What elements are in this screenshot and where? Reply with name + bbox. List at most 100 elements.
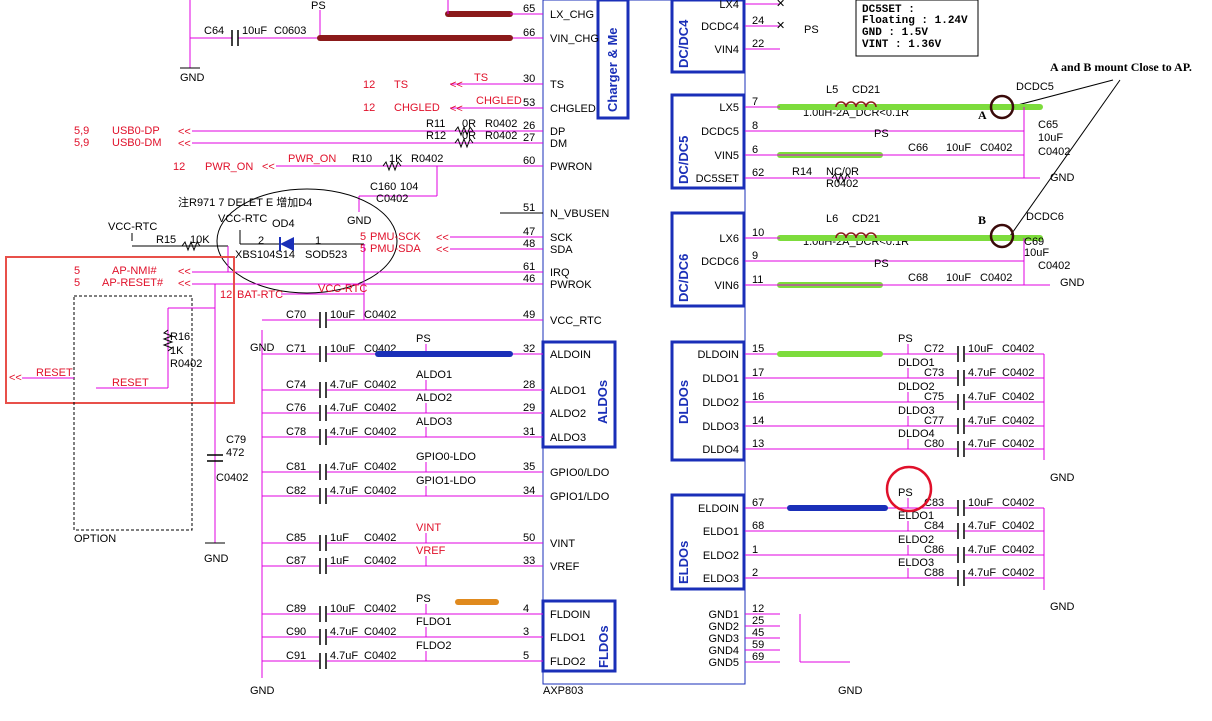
pin-name: VCC_RTC (550, 315, 602, 327)
c77-value: 4.7uF (968, 415, 996, 427)
net-ps: PS (898, 333, 913, 345)
net-ps: PS (898, 487, 913, 499)
pin-name: SCK (550, 232, 573, 244)
c64-package: C0603 (274, 25, 306, 37)
c71-value: 10uF (330, 343, 355, 355)
pin-number: 8 (752, 120, 758, 132)
pin-name: ELDO3 (703, 573, 739, 585)
c86-value: 4.7uF (968, 544, 996, 556)
c77-ref: C77 (924, 415, 944, 427)
ps-eldo-highlight (885, 465, 933, 513)
pin-number: 33 (523, 555, 535, 567)
pin-name: SDA (550, 244, 573, 256)
pin-number: 32 (523, 343, 535, 355)
pin-name: DLDO2 (702, 397, 739, 409)
pin-number: 61 (523, 261, 535, 273)
c91-value: 4.7uF (330, 650, 358, 662)
r10-symbol (382, 160, 402, 172)
c78-package: C0402 (364, 426, 396, 438)
pin-number: 50 (523, 532, 535, 544)
pin-name: DLDO4 (702, 444, 739, 456)
pin-name: ALDO1 (550, 385, 586, 397)
note-floating: Floating : 1.24V (862, 15, 968, 27)
cap-gap (957, 418, 965, 434)
nmi-arrow: << (178, 266, 191, 278)
pin-number: 46 (523, 273, 535, 285)
c81-ref: C81 (286, 461, 306, 473)
option-box (73, 295, 193, 531)
pin-name: VINT (550, 538, 575, 550)
lx4-nc: ✕ (776, 0, 785, 10)
block-dcdc5 (670, 93, 746, 190)
pin-name: DLDO1 (702, 373, 739, 385)
c89-value: 10uF (330, 603, 355, 615)
c70-ref: C70 (286, 309, 306, 321)
reset-arrow: << (178, 278, 191, 290)
pin-number: 26 (523, 120, 535, 132)
pin-name: LX4 (719, 0, 739, 11)
r16-symbol (162, 329, 174, 352)
r15-ref: R15 (156, 234, 176, 246)
dc5set-note-box (855, 0, 979, 57)
net-fldo2: FLDO2 (416, 640, 451, 652)
pin-number: 47 (523, 226, 535, 238)
pmu-sda-page: 5 (360, 243, 366, 255)
pin-number: 53 (523, 97, 535, 109)
pin-name: FLDOIN (550, 609, 590, 621)
block-eldos-label: ELDOs (676, 541, 691, 584)
c79-gnd: GND (204, 553, 229, 565)
pin-number: 5 (523, 650, 529, 662)
block-dldos (670, 340, 746, 462)
comment-text: 注R971 7 DELET E 增加D4 (178, 195, 312, 209)
r11-value: 0R (462, 118, 476, 130)
pin-number: 67 (752, 497, 764, 509)
c85-package: C0402 (364, 532, 396, 544)
pwr-on-arrow: << (262, 161, 275, 173)
cap-gap (319, 535, 327, 551)
cap-gap (319, 464, 327, 480)
pmu-sck-label: PMU-SCK (370, 231, 421, 243)
c89-package: C0402 (364, 603, 396, 615)
c81-package: C0402 (364, 461, 396, 473)
l6-symbol (835, 232, 877, 239)
l5-symbol (835, 101, 877, 108)
r15-symbol (181, 240, 201, 252)
cap-gap (957, 346, 965, 362)
pin-number: 9 (752, 250, 758, 262)
pin-number: 11 (752, 274, 763, 286)
vcc-rtc-left: VCC-RTC (108, 221, 157, 233)
c64-ref: C64 (204, 25, 224, 37)
ps-vin5: PS (874, 128, 889, 140)
gnd-dldo: GND (1050, 472, 1075, 484)
pin-number: 25 (752, 615, 764, 627)
pin-number: 48 (523, 238, 535, 250)
pin-name: N_VBUSEN (550, 208, 609, 220)
c84-value: 4.7uF (968, 520, 996, 532)
cap-gap (957, 523, 965, 539)
pin-number: 68 (752, 520, 764, 532)
c72-value: 10uF (968, 343, 993, 355)
chip-name: AXP803 (543, 685, 583, 697)
diode-symbol (280, 237, 294, 251)
gnd-rail-bottom: GND (250, 685, 275, 697)
right-pins: LX424DCDC422VIN47LX58DCDC56VIN562DC5SET1… (696, 0, 780, 669)
ps-vin4: PS (804, 24, 819, 36)
c90-package: C0402 (364, 626, 396, 638)
net-ps: PS (416, 333, 431, 345)
pwr-on-label: PWR_ON (205, 161, 253, 173)
c85-value: 1uF (330, 532, 349, 544)
vcc-rtc-net: VCC-RTC (318, 283, 367, 295)
c76-value: 4.7uF (330, 402, 358, 414)
c88-value: 4.7uF (968, 567, 996, 579)
ts-label: TS (394, 79, 408, 91)
dcdc5-net: DCDC5 (1016, 81, 1054, 93)
pin-number: 34 (523, 485, 535, 497)
ps-vin6: PS (874, 258, 889, 270)
r11-ref: R11 (426, 118, 445, 130)
pin-name: ALDO3 (550, 432, 586, 444)
c84-ref: C84 (924, 520, 944, 532)
pin-name: DM (550, 138, 567, 150)
c91-package: C0402 (364, 650, 396, 662)
pin-name: DP (550, 126, 565, 138)
